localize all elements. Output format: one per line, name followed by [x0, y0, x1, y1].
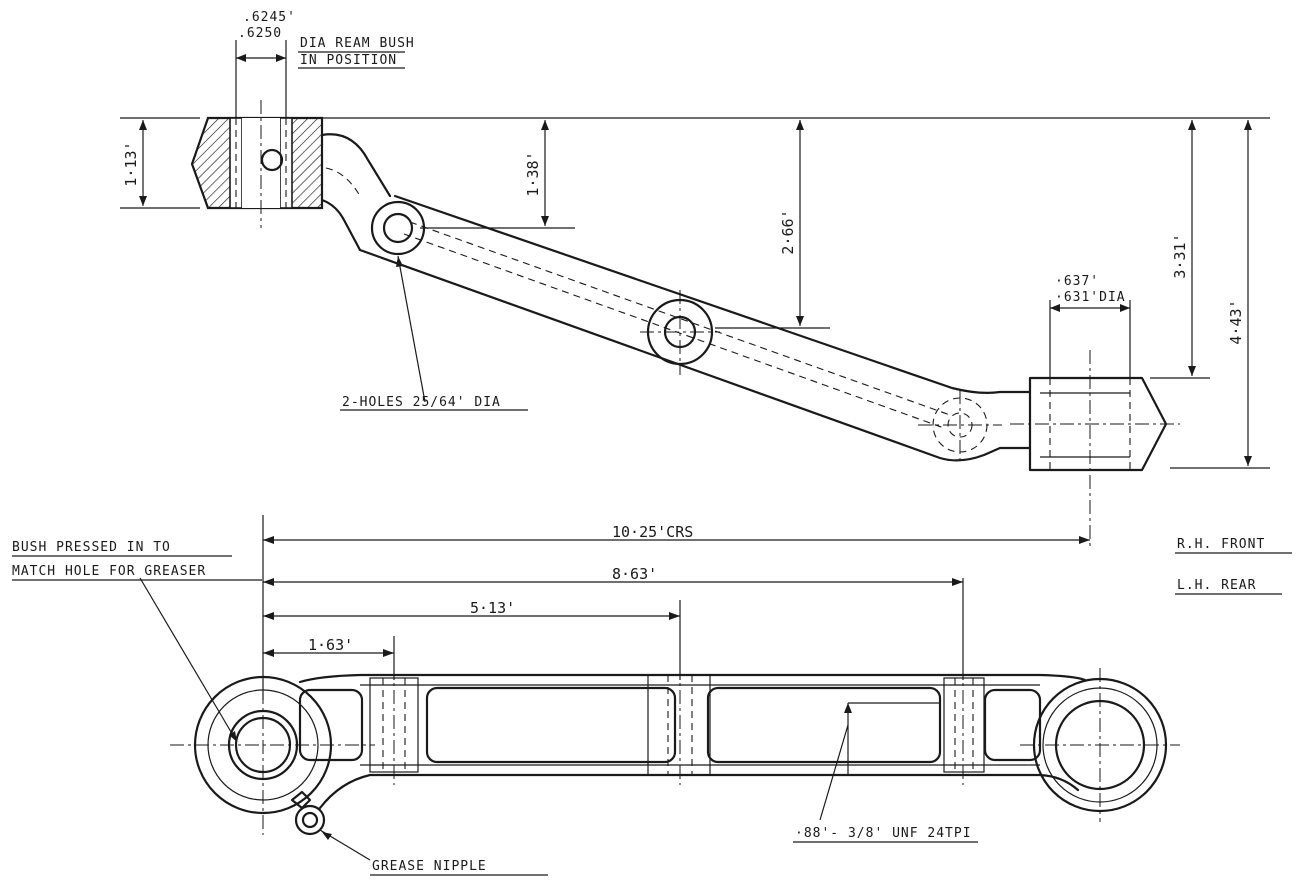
arm-elevation-view — [120, 40, 1270, 550]
dim-8-63: 8·63' — [612, 565, 657, 583]
end-dia-2: ·631'DIA — [1055, 290, 1126, 305]
grease-nipple-note: GREASE NIPPLE — [372, 859, 487, 874]
end-dia-1: ·637' — [1055, 274, 1099, 289]
bore-bottom-label: .6250 — [238, 26, 282, 41]
dim-2-66: 2·66' — [779, 209, 797, 254]
dim-10-25: 10·25'CRS — [612, 523, 693, 541]
pocket-1 — [425, 686, 677, 764]
arm-plan-view — [12, 552, 1292, 876]
dim-3-31: 3·31' — [1171, 233, 1189, 278]
horizontal-dimensions — [262, 515, 1090, 700]
dim-1-63: 1·63' — [308, 636, 353, 654]
grease-hole — [260, 148, 284, 172]
dim-4-43: 4·43' — [1227, 299, 1245, 344]
grease-nipple — [294, 804, 326, 836]
ream-note-line2: IN POSITION — [300, 53, 397, 68]
holes-note: 2-HOLES 25/64' DIA — [342, 395, 501, 410]
dim-1-13: 1·13' — [122, 141, 140, 186]
side-note-rear: L.H. REAR — [1177, 578, 1256, 593]
dim-1-38: 1·38' — [524, 151, 542, 196]
hole-boss-1 — [370, 200, 426, 256]
ream-note-line1: DIA REAM BUSH — [300, 36, 415, 51]
side-note-front: R.H. FRONT — [1177, 537, 1265, 552]
arm-lower-edge — [358, 248, 1032, 462]
thread-note: ·88'- 3/8' UNF 24TPI — [795, 826, 972, 841]
dim-5-13: 5·13' — [470, 599, 515, 617]
hole-1 — [382, 212, 414, 244]
end-boss — [1028, 376, 1168, 472]
arm-upper-edge — [393, 194, 1032, 394]
bush-note-line1: BUSH PRESSED IN TO — [12, 540, 171, 555]
bush-note-line2: MATCH HOLE FOR GREASER — [12, 564, 206, 579]
bore-top-label: .6245' — [243, 10, 296, 25]
pocket-2 — [706, 686, 942, 764]
